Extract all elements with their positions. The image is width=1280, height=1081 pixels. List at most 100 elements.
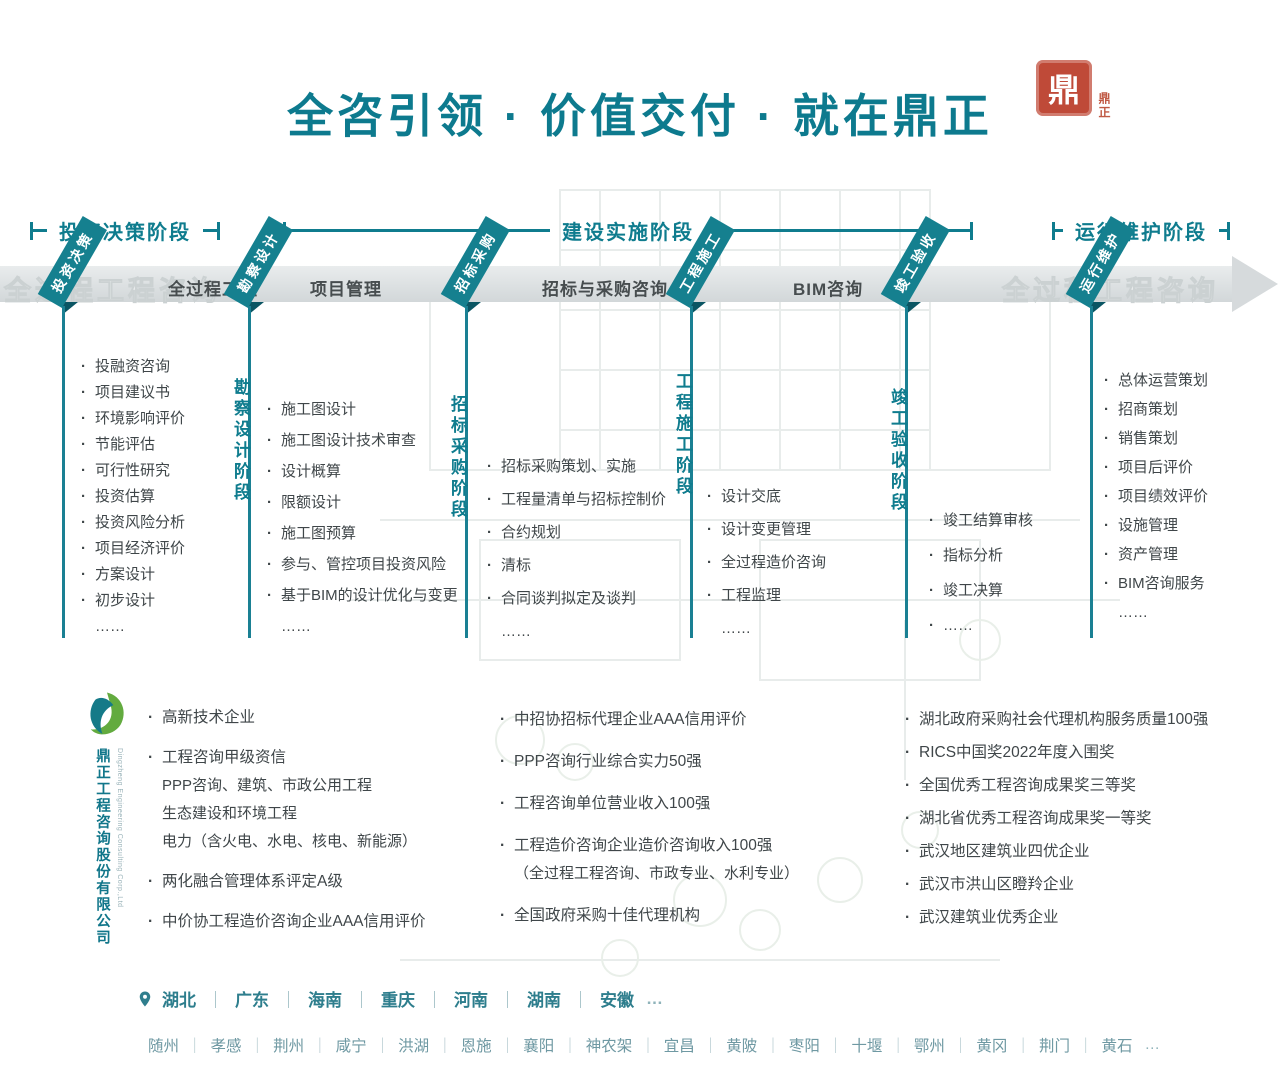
province-name: 重庆 — [342, 986, 415, 1011]
list-item: 设计交底 — [706, 480, 826, 513]
stage-list-operation-maintenance: 总体运营策划招商策划销售策划项目后评价项目绩效评价设施管理资产管理BIM咨询服务… — [1103, 366, 1208, 627]
company-name-english: Dingzheng Engineering Consulting Corp.,L… — [116, 748, 123, 908]
list-item: 项目后评价 — [1103, 453, 1208, 482]
list-item: 施工图预算 — [266, 518, 458, 549]
awards-column-3: 湖北政府采购社会代理机构服务质量100强 RICS中国奖2022年度入围奖 全国… — [903, 706, 1208, 937]
award-item: 全国政府采购十佳代理机构 — [498, 902, 799, 930]
list-item: 设计概算 — [266, 456, 458, 487]
list-item: 设施管理 — [1103, 511, 1208, 540]
list-item: 竣工结算审核 — [928, 503, 1033, 538]
list-item: 工程量清单与招标控制价 — [486, 483, 666, 516]
award-item: 中招协招标代理企业AAA信用评价 — [498, 706, 799, 734]
list-item: 基于BIM的设计优化与变更 — [266, 580, 458, 611]
list-item: 招商策划 — [1103, 395, 1208, 424]
awards-column-2: 中招协招标代理企业AAA信用评价 PPP咨询行业综合实力50强 工程咨询单位营业… — [498, 706, 799, 944]
list-item: 节能评估 — [80, 432, 185, 458]
city-name: 咸宁 — [304, 1034, 367, 1056]
page-title: 全咨引领 · 价值交付 · 就在鼎正 — [287, 90, 993, 142]
bracket-tick — [217, 221, 220, 240]
award-item: 全国优秀工程咨询成果奖三等奖 — [903, 772, 1208, 800]
award-item: 湖北省优秀工程咨询成果奖一等奖 — [903, 805, 1208, 833]
list-item: 工程监理 — [706, 579, 826, 612]
list-item: 环境影响评价 — [80, 406, 185, 432]
city-name: 黄陂 — [695, 1034, 757, 1056]
bracket-tick — [970, 221, 973, 240]
awards-column-1: 高新技术企业 工程咨询甲级资信 PPP咨询、建筑、市政公用工程 生态建设和环境工… — [146, 704, 426, 948]
award-item: 湖北政府采购社会代理机构服务质量100强 — [903, 706, 1208, 734]
list-item: 合同谈判拟定及谈判 — [486, 582, 666, 615]
award-text: 中价协工程造价咨询企业AAA信用评价 — [146, 908, 426, 936]
list-item: 竣工决算 — [928, 573, 1033, 608]
company-name-vertical: 鼎正工程咨询股份有限公司 — [94, 748, 110, 946]
bracket-tick — [1052, 221, 1055, 240]
city-name: 孝感 — [179, 1034, 242, 1056]
list-item: 项目绩效评价 — [1103, 482, 1208, 511]
list-item: …… — [501, 623, 531, 640]
ribbon-fold — [905, 302, 921, 315]
phase-header-investment-decision: 投资决策阶段 — [30, 216, 220, 245]
award-text: 中招协招标代理企业AAA信用评价 — [498, 706, 799, 734]
award-subtext: PPP咨询、建筑、市政公用工程 生态建设和环境工程 电力（含火电、水电、核电、新… — [162, 777, 418, 850]
location-pin-icon — [139, 991, 151, 1006]
list-item: BIM咨询服务 — [1103, 569, 1208, 598]
list-item: …… — [1118, 604, 1148, 621]
ribbon-fold — [690, 302, 706, 315]
award-text: 全国政府采购十佳代理机构 — [498, 902, 799, 930]
list-item: 投融资咨询 — [80, 354, 185, 380]
list-item: 全过程造价咨询 — [706, 546, 826, 579]
list-item: 投资风险分析 — [80, 510, 185, 536]
band-watermark-right: 全过程工程咨询 — [1002, 276, 1219, 307]
list-item: 投资估算 — [80, 484, 185, 510]
list-item: 总体运营策划 — [1103, 366, 1208, 395]
award-item: 中价协工程造价咨询企业AAA信用评价 — [146, 908, 426, 936]
list-item: 方案设计 — [80, 562, 185, 588]
province-name: 广东 — [196, 986, 269, 1011]
list-item: 项目经济评价 — [80, 536, 185, 562]
list-item: 清标 — [486, 549, 666, 582]
city-name: 荆门 — [1007, 1034, 1070, 1056]
list-item: 设计变更管理 — [706, 513, 826, 546]
province-name: 湖北 — [162, 991, 196, 1010]
list-item: 施工图设计技术审查 — [266, 425, 458, 456]
award-text: 工程造价咨询企业造价咨询收入100强 — [498, 832, 799, 860]
city-list: 随州孝感荆州咸宁洪湖恩施襄阳神农架宜昌黄陂枣阳十堰鄂州黄冈荆门黄石 — [148, 1034, 1132, 1056]
award-item: 武汉建筑业优秀企业 — [903, 904, 1208, 932]
company-seal: 鼎 — [1036, 60, 1092, 116]
timeline-band — [0, 266, 1232, 302]
list-item: 指标分析 — [928, 538, 1033, 573]
city-name: 随州 — [148, 1038, 180, 1055]
band-label-bim-consulting: BIM咨询 — [793, 280, 864, 299]
award-subtext: （全过程工程咨询、市政专业、水利专业） — [514, 865, 800, 882]
award-text: 武汉建筑业优秀企业 — [903, 904, 1208, 932]
list-item: …… — [928, 608, 1033, 643]
province-name: 海南 — [269, 986, 342, 1011]
timeline-arrowhead — [1232, 256, 1278, 312]
bracket-tick — [1227, 221, 1230, 240]
ribbon-fold — [465, 302, 481, 315]
award-item: 工程造价咨询企业造价咨询收入100强 （全过程工程咨询、市政专业、水利专业） — [498, 832, 799, 888]
city-name: 神农架 — [554, 1034, 633, 1056]
stage-connector-line — [1090, 306, 1093, 638]
award-text: 工程咨询甲级资信 — [146, 744, 426, 772]
stage-list-investment-decision: 投融资咨询项目建议书环境影响评价节能评估可行性研究投资估算投资风险分析项目经济评… — [80, 354, 185, 640]
award-text: 湖北省优秀工程咨询成果奖一等奖 — [903, 805, 1208, 833]
list-item: 限额设计 — [266, 487, 458, 518]
list-item: 项目建议书 — [80, 380, 185, 406]
award-item: 工程咨询甲级资信 PPP咨询、建筑、市政公用工程 生态建设和环境工程 电力（含火… — [146, 744, 426, 856]
bracket-line — [706, 229, 970, 232]
award-item: 两化融合管理体系评定A级 — [146, 868, 426, 896]
stage-connector-line — [905, 306, 908, 638]
province-name: 湖南 — [488, 986, 561, 1011]
award-item: PPP咨询行业综合实力50强 — [498, 748, 799, 776]
ribbon-fold — [248, 302, 264, 315]
list-item: 可行性研究 — [80, 458, 185, 484]
phase-header-operation: 运行维护阶段 — [1052, 216, 1230, 245]
award-item: 工程咨询单位营业收入100强 — [498, 790, 799, 818]
seal-side-text: 鼎正 — [1097, 92, 1111, 120]
province-name: 河南 — [415, 986, 488, 1011]
city-name: 黄冈 — [945, 1034, 1007, 1056]
stage-list-construction: 设计交底设计变更管理全过程造价咨询工程监理…… — [706, 480, 826, 645]
city-name: 洪湖 — [367, 1034, 429, 1056]
city-name: 黄石 — [1070, 1034, 1132, 1056]
city-name: 宜昌 — [632, 1034, 695, 1056]
